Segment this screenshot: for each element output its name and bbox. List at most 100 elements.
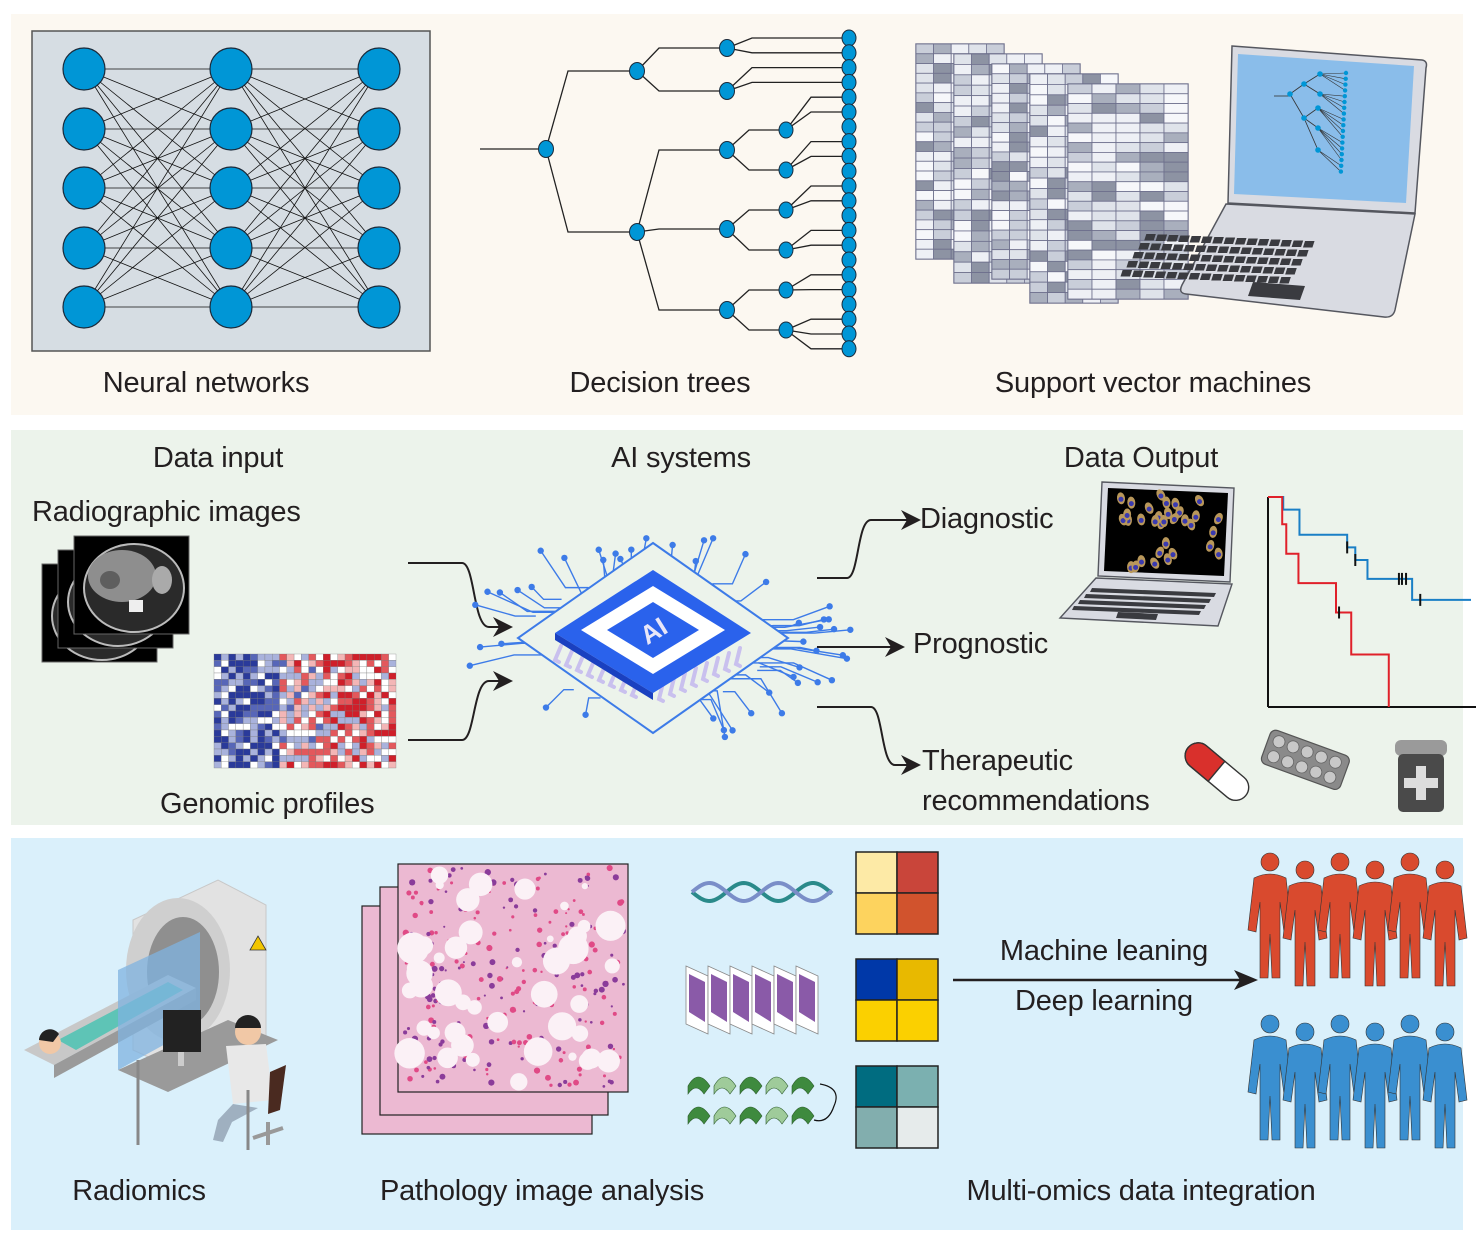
heatmap-cell [388, 653, 397, 661]
mini-tree-node [1339, 163, 1344, 168]
heatmap-cell [352, 679, 360, 686]
heatmap-cell [221, 685, 229, 693]
laptop-key [1251, 266, 1263, 273]
circuit-trace [722, 678, 783, 714]
heatmap-cell [301, 698, 309, 705]
heatmap-cell [381, 660, 389, 667]
nn-connection [83, 68, 232, 308]
nucleus [485, 1072, 489, 1076]
heatmap-cell [352, 755, 360, 762]
heatmap-cell [213, 710, 222, 718]
heatmap-cell [279, 736, 287, 743]
data-cell [1091, 191, 1117, 202]
heatmap-cell [330, 736, 338, 743]
data-cell [933, 121, 952, 133]
mini-tree-line [1317, 107, 1343, 137]
data-cell [915, 180, 935, 191]
mini-tree-node [1341, 117, 1346, 122]
nucleus [489, 982, 495, 989]
data-cell [1029, 198, 1049, 210]
heatmap-cell [388, 691, 397, 699]
heatmap-cell [286, 736, 295, 743]
heatmap-cell [315, 666, 324, 674]
data-cell [1067, 181, 1093, 192]
heatmap-cell [279, 710, 287, 718]
heatmap-cell [221, 691, 229, 699]
tree-node [841, 236, 857, 254]
heatmap-cell [301, 729, 309, 737]
heatmap-cell [301, 742, 309, 750]
heatmap-cell [337, 672, 346, 680]
heatmap-cell [213, 660, 222, 667]
circuit-pad [700, 537, 708, 544]
heatmap-cell [250, 653, 258, 661]
nucleus [601, 994, 607, 1000]
arrow-ai-to-therapeutic [817, 706, 921, 775]
data-cell [1029, 73, 1049, 85]
heatmap-cell [374, 748, 382, 756]
heatmap-cell [374, 723, 382, 731]
heatmap-cell [301, 710, 309, 718]
data-cell [1047, 146, 1066, 158]
data-cell [1067, 112, 1093, 124]
mini-tree-line [1317, 127, 1342, 161]
laptop-key [1166, 253, 1178, 260]
heatmap-cell [213, 761, 222, 769]
data-cell [1009, 151, 1028, 163]
laptop-cell-image-icon [1058, 481, 1235, 627]
heatmap-cell [301, 755, 309, 762]
chip-side [555, 633, 653, 700]
heatmap-cell [381, 704, 389, 712]
nucleus [432, 1020, 437, 1024]
radiation-warning-icon [249, 935, 267, 951]
person-head [1435, 1022, 1455, 1042]
data-cell [991, 161, 1011, 172]
heatmap-cell [315, 761, 324, 769]
heatmap-cell [228, 710, 236, 718]
fat-vacuole [394, 1038, 425, 1069]
heatmap-cell [264, 698, 273, 705]
cell-nucleus [1118, 496, 1124, 502]
data-cell [1115, 152, 1141, 163]
heatmap-cell [388, 685, 397, 693]
heatmap-cell [213, 704, 222, 712]
heatmap-cell [315, 723, 324, 731]
laptop-key [1131, 270, 1144, 277]
fat-vacuole [568, 941, 587, 961]
nn-connection [230, 68, 380, 130]
heatmap-cell [344, 736, 353, 743]
heatmap-cell [235, 704, 244, 712]
laptop-key [1280, 240, 1292, 247]
heatmap-cell [344, 653, 353, 661]
heatmap-cell [279, 653, 287, 661]
cell-nucleus [1157, 550, 1163, 556]
heatmap-cell [301, 666, 309, 674]
cell-nucleus [1152, 519, 1158, 525]
nucleus [483, 994, 486, 997]
data-cell [1163, 181, 1189, 192]
data-cell [953, 168, 973, 180]
data-cell [1115, 279, 1141, 290]
omics-matrix [855, 851, 939, 935]
heatmap-cell [228, 653, 236, 661]
nucleus [584, 875, 591, 881]
cell-nucleus [1138, 517, 1144, 523]
heatmap-cell [301, 704, 309, 712]
person-silhouette [1317, 1014, 1363, 1141]
nucleus [585, 1044, 591, 1050]
mini-tree-node [1317, 91, 1323, 97]
data-cell [1067, 122, 1093, 134]
laptop-key [1138, 243, 1150, 250]
heatmap-cell [381, 736, 389, 743]
data-cell [1064, 73, 1084, 85]
data-cell [1009, 92, 1028, 104]
heatmap-cell [330, 742, 338, 750]
data-cell [1047, 219, 1066, 231]
heatmap-cell [250, 729, 258, 737]
blister-pill [1295, 760, 1309, 774]
heatmap-cell [242, 698, 251, 705]
nucleus [473, 916, 477, 920]
heatmap-cell [323, 736, 331, 743]
heatmap-cell [323, 717, 331, 724]
laptop-key [1143, 271, 1155, 278]
